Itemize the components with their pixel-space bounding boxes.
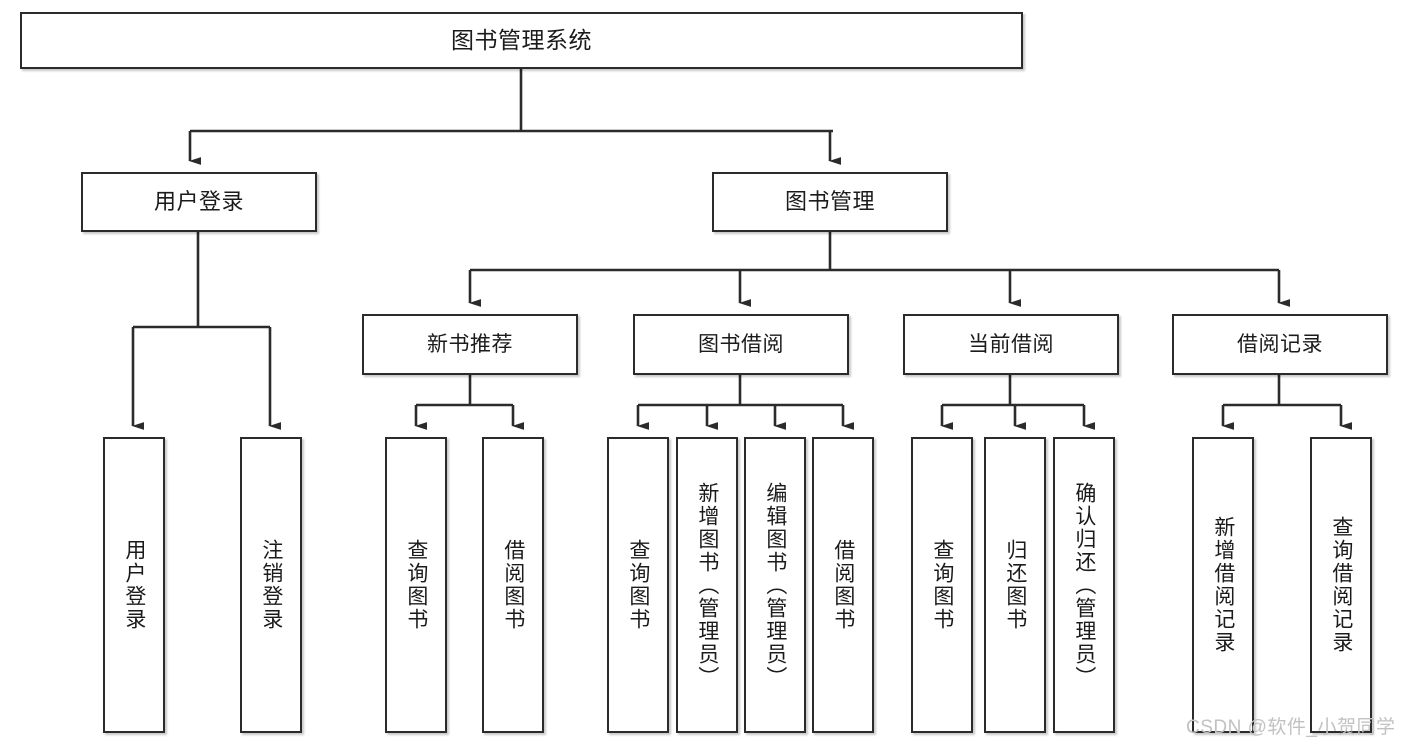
node-leaf-rec-add-record-label: 新增借阅记录: [1211, 516, 1235, 654]
node-book-borrow[interactable]: 图书借阅: [633, 314, 849, 375]
node-current-borrow-label: 当前借阅: [968, 332, 1054, 356]
node-book-manage[interactable]: 图书管理: [712, 172, 948, 232]
node-leaf-rec-query-record[interactable]: 查询借阅记录: [1310, 437, 1372, 733]
node-leaf-user-login-label: 用户登录: [122, 539, 146, 631]
node-leaf-cur-confirm-return[interactable]: 确认归还（管理员）: [1053, 437, 1115, 733]
node-leaf-borrow-edit-book-label: 编辑图书（管理员）: [763, 481, 787, 689]
node-root-label: 图书管理系统: [451, 26, 592, 53]
node-leaf-cur-confirm-return-label: 确认归还（管理员）: [1072, 481, 1096, 689]
node-borrow-record[interactable]: 借阅记录: [1172, 314, 1388, 375]
node-leaf-borrow-query-book-label: 查询图书: [626, 539, 650, 631]
node-leaf-user-login[interactable]: 用户登录: [103, 437, 165, 733]
node-leaf-borrow-lend-book-label: 借阅图书: [831, 539, 855, 631]
node-book-manage-label: 图书管理: [784, 188, 875, 214]
node-leaf-rec-add-record[interactable]: 新增借阅记录: [1192, 437, 1254, 733]
node-borrow-record-label: 借阅记录: [1237, 332, 1323, 356]
node-user-login-label: 用户登录: [153, 188, 244, 214]
node-new-book-rec[interactable]: 新书推荐: [362, 314, 578, 375]
node-leaf-borrow-add-book[interactable]: 新增图书（管理员）: [676, 437, 738, 733]
node-current-borrow[interactable]: 当前借阅: [903, 314, 1119, 375]
node-leaf-user-logout[interactable]: 注销登录: [240, 437, 302, 733]
node-leaf-rec-query-book[interactable]: 查询图书: [385, 437, 447, 733]
node-leaf-cur-query-book-label: 查询图书: [930, 539, 954, 631]
csdn-watermark: CSDN @软件_小贺同学: [1186, 717, 1396, 738]
node-leaf-rec-borrow-book[interactable]: 借阅图书: [482, 437, 544, 733]
node-leaf-borrow-query-book[interactable]: 查询图书: [607, 437, 669, 733]
node-leaf-cur-return-book[interactable]: 归还图书: [984, 437, 1046, 733]
node-leaf-borrow-edit-book[interactable]: 编辑图书（管理员）: [744, 437, 806, 733]
node-leaf-rec-query-record-label: 查询借阅记录: [1329, 516, 1353, 654]
node-user-login[interactable]: 用户登录: [81, 172, 317, 232]
node-leaf-borrow-add-book-label: 新增图书（管理员）: [695, 481, 719, 689]
node-leaf-rec-query-book-label: 查询图书: [404, 539, 428, 631]
node-root[interactable]: 图书管理系统: [20, 12, 1023, 69]
node-leaf-cur-return-book-label: 归还图书: [1003, 539, 1027, 631]
node-new-book-rec-label: 新书推荐: [427, 332, 513, 356]
node-leaf-cur-query-book[interactable]: 查询图书: [911, 437, 973, 733]
node-book-borrow-label: 图书借阅: [698, 332, 784, 356]
node-leaf-user-logout-label: 注销登录: [259, 539, 283, 631]
node-leaf-borrow-lend-book[interactable]: 借阅图书: [812, 437, 874, 733]
node-leaf-rec-borrow-book-label: 借阅图书: [501, 539, 525, 631]
